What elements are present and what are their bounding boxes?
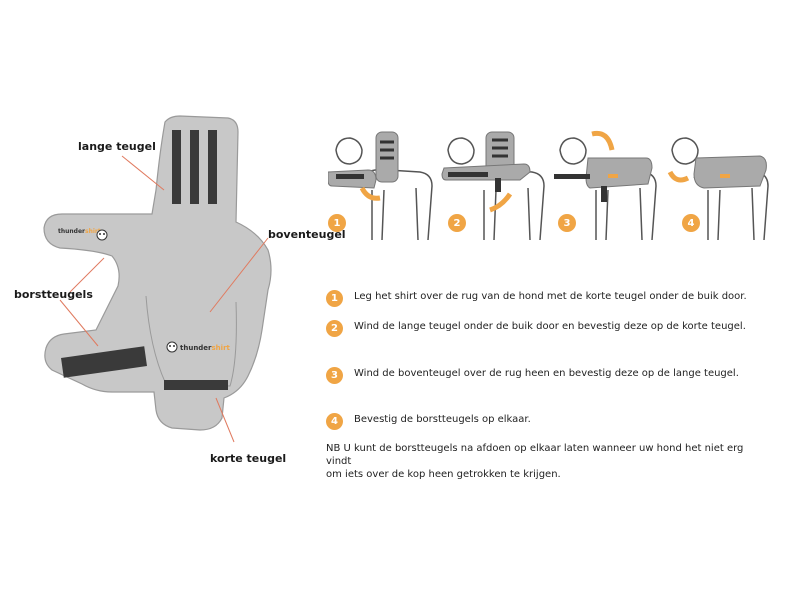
velcro-strip [208,130,217,204]
step-instruction-2: 2 Wind de lange teugel onder de buik doo… [326,320,766,338]
dog-step-1-illustration [328,131,433,241]
step-number-badge: 4 [326,413,343,430]
dog-logo-icon [96,229,108,241]
label-lange-teugel: lange teugel [78,140,156,153]
note-line: om iets over de kop heen getrokken te kr… [326,469,561,480]
step-text: Wind de lange teugel onder de buik door … [354,321,746,332]
step-text: Leg het shirt over de rug van de hond me… [354,291,747,302]
shirt-diagram [43,115,272,443]
step-instruction-1: 1 Leg het shirt over de rug van de hond … [326,290,766,308]
step-badge-1: 1 [328,214,346,232]
velcro-strip [164,380,228,390]
step-instruction-4: 4 Bevestig de borstteugels op elkaar. [326,413,766,431]
note-line: NB U kunt de borstteugels na afdoen op e… [326,443,744,467]
label-borstteugels: borstteugels [14,288,93,301]
step-text: Wind de boventeugel over de rug heen en … [354,368,739,379]
note-text: NB U kunt de borstteugels na afdoen op e… [326,442,766,481]
label-boventeugel: boventeugel [268,228,346,241]
step-badge-2: 2 [448,214,466,232]
step-text: Bevestig de borstteugels op elkaar. [354,414,531,425]
velcro-strip [61,346,147,378]
dog-logo-icon [166,341,178,353]
velcro-strip [172,130,181,204]
velcro-strip [190,130,199,204]
brand-logo: thundershirt [58,228,101,235]
step-badge-3: 3 [558,214,576,232]
dog-step-3-illustration [554,130,657,241]
brand-logo: thundershirt [180,344,230,352]
label-korte-teugel: korte teugel [210,452,287,465]
shirt-body [43,115,272,431]
dog-step-2-illustration [441,131,545,241]
step-number-badge: 3 [326,367,343,384]
step-number-badge: 1 [326,290,343,307]
step-badge-4: 4 [682,214,700,232]
step-instruction-3: 3 Wind de boventeugel over de rug heen e… [326,367,766,385]
step-number-badge: 2 [326,320,343,337]
dog-step-4-illustration [667,137,769,241]
